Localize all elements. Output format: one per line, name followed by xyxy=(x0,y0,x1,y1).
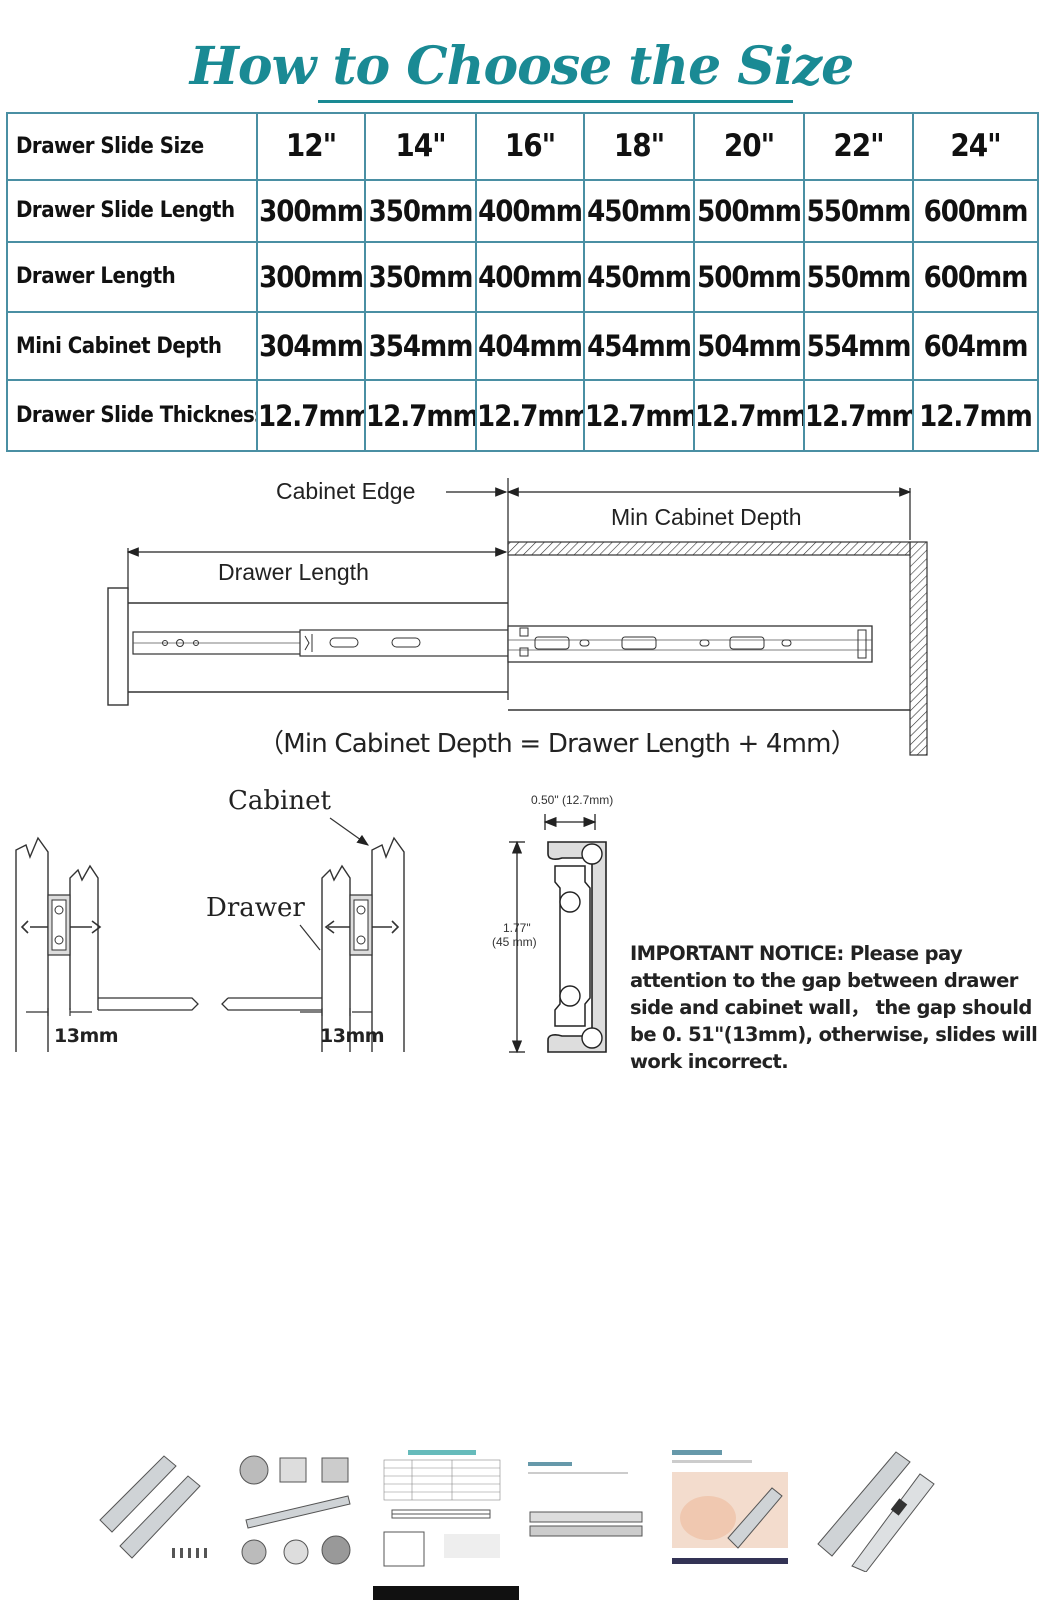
table-cell: 20" xyxy=(693,112,805,181)
table-cell: 350mm xyxy=(364,241,477,313)
table-cell: 604mm xyxy=(912,310,1039,382)
table-cell: 18" xyxy=(583,112,695,181)
table-cell: 450mm xyxy=(583,178,695,244)
drawer-length-label: Drawer Length xyxy=(218,559,369,585)
table-cell: 12.7mm xyxy=(475,379,585,452)
table-cell: 550mm xyxy=(803,178,914,244)
table-cell: 12" xyxy=(256,112,366,181)
table-cell: 12.7mm xyxy=(256,379,366,452)
table-cell: 600mm xyxy=(912,241,1039,313)
drawer-slide-pair-thumbnail[interactable] xyxy=(92,1448,216,1572)
table-cell: 300mm xyxy=(256,241,366,313)
table-cell: 14" xyxy=(364,112,477,181)
table-cell: 300mm xyxy=(256,178,366,244)
table-cell: 600mm xyxy=(912,178,1039,244)
table-cell: 304mm xyxy=(256,310,366,382)
table-cell: 350mm xyxy=(364,178,477,244)
size-chart-thumbnail[interactable] xyxy=(380,1448,504,1572)
row-label: Drawer Slide Thickness xyxy=(6,379,258,452)
table-cell: 12.7mm xyxy=(912,379,1039,452)
installation-parts-thumbnail[interactable] xyxy=(236,1448,360,1572)
slide-profile-diagram xyxy=(509,814,607,1054)
table-cell: 500mm xyxy=(693,241,805,313)
notice-heading: IMPORTANT NOTICE: xyxy=(630,942,844,965)
page-title: How to Choose the Size xyxy=(189,36,854,97)
carousel-scroll-indicator[interactable] xyxy=(373,1586,519,1600)
side-view-diagram xyxy=(15,817,405,1052)
table-cell: 454mm xyxy=(583,310,695,382)
full-extension-thumbnail[interactable] xyxy=(524,1448,648,1572)
cabinet-label: Cabinet xyxy=(228,786,331,816)
table-cell: 554mm xyxy=(803,310,914,382)
notice-body: Please pay attention to the gap between … xyxy=(630,942,1038,1073)
table-cell: 400mm xyxy=(475,241,585,313)
table-cell: 24" xyxy=(912,112,1039,181)
drawer-slide-diagram xyxy=(107,478,928,756)
table-cell: 354mm xyxy=(364,310,477,382)
table-cell: 16" xyxy=(475,112,585,181)
drawer-label: Drawer xyxy=(206,893,305,923)
table-cell: 504mm xyxy=(693,310,805,382)
table-cell: 12.7mm xyxy=(803,379,914,452)
depth-formula: （Min Cabinet Depth = Drawer Length + 4mm… xyxy=(258,729,857,759)
table-cell: 12.7mm xyxy=(693,379,805,452)
title-underline xyxy=(318,100,793,103)
table-cell: 404mm xyxy=(475,310,585,382)
smooth-quiet-thumbnail[interactable] xyxy=(668,1448,792,1572)
row-label: Drawer Slide Length xyxy=(6,178,258,244)
table-cell: 22" xyxy=(803,112,914,181)
cabinet-edge-label: Cabinet Edge xyxy=(276,478,416,504)
table-cell: 550mm xyxy=(803,241,914,313)
profile-width-label: 0.50" (12.7mm) xyxy=(531,793,614,807)
row-label: Mini Cabinet Depth xyxy=(6,310,258,382)
gap-label-right: 13mm xyxy=(320,1025,385,1047)
drawer-slide-closeup-thumbnail[interactable] xyxy=(812,1448,936,1573)
table-cell: 500mm xyxy=(693,178,805,244)
gap-label-left: 13mm xyxy=(54,1025,119,1047)
table-cell: 12.7mm xyxy=(583,379,695,452)
table-cell: 400mm xyxy=(475,178,585,244)
min-cabinet-depth-label: Min Cabinet Depth xyxy=(611,504,802,530)
table-cell: 12.7mm xyxy=(364,379,477,452)
important-notice: IMPORTANT NOTICE: Please pay attention t… xyxy=(630,940,1040,1075)
row-label: Drawer Slide Size xyxy=(6,112,258,181)
table-cell: 450mm xyxy=(583,241,695,313)
row-label: Drawer Length xyxy=(6,241,258,313)
